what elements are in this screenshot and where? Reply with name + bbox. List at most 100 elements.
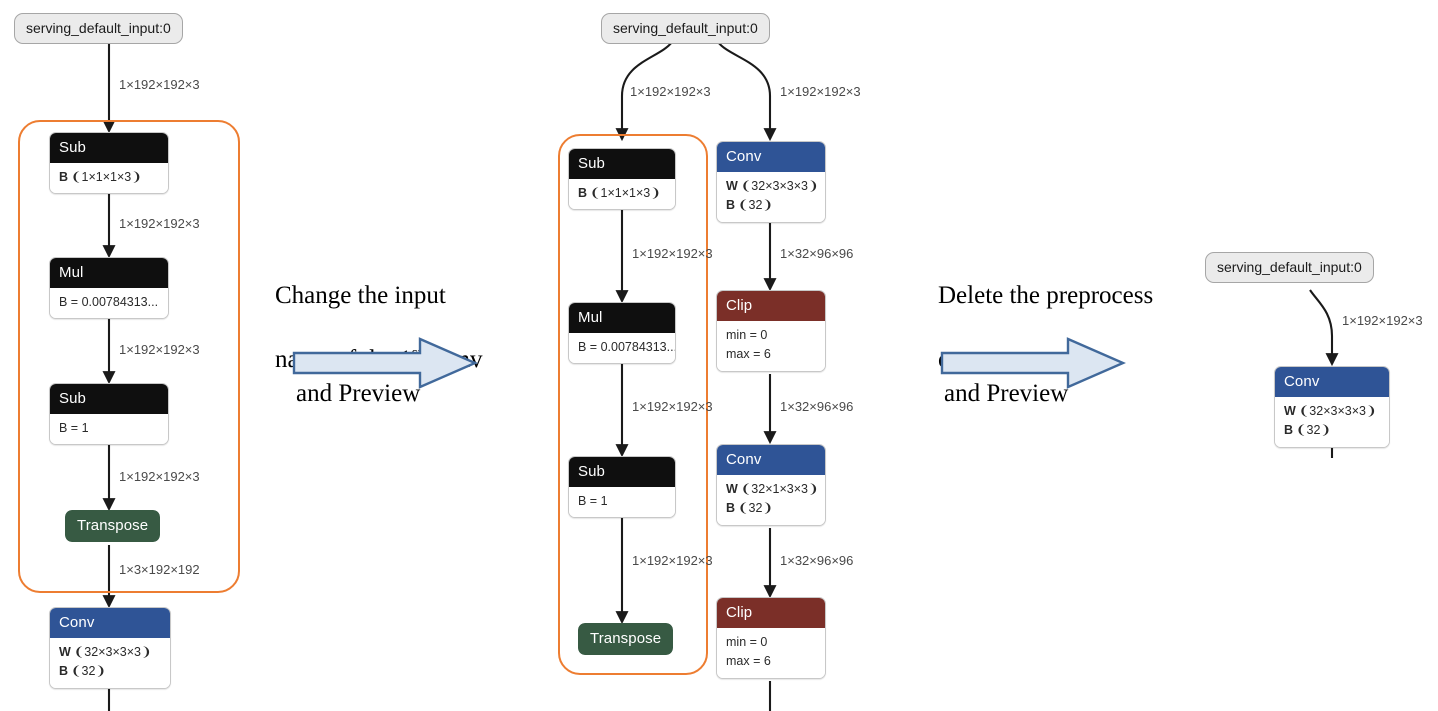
- node-clip[interactable]: Clip min = 0 max = 6: [716, 597, 826, 679]
- edge-label: 1×192×192×3: [1342, 313, 1423, 328]
- node-body: W❨32×3×3×3❩ B❨32❩: [1275, 397, 1389, 447]
- node-attr: B = 0.00784313...: [59, 293, 159, 312]
- node-attr: W❨32×3×3×3❩: [59, 643, 161, 662]
- node-mul[interactable]: Mul B = 0.00784313...: [49, 257, 169, 320]
- edge-label: 1×192×192×3: [119, 216, 200, 231]
- node-header: Sub: [50, 384, 168, 414]
- input-pill-left[interactable]: serving_default_input:0: [14, 13, 183, 44]
- node-body: min = 0 max = 6: [717, 321, 825, 371]
- node-conv[interactable]: Conv W❨32×1×3×3❩ B❨32❩: [716, 444, 826, 526]
- node-conv[interactable]: Conv W❨32×3×3×3❩ B❨32❩: [1274, 366, 1390, 448]
- node-attr: B❨32❩: [726, 196, 816, 215]
- node-transpose[interactable]: Transpose: [578, 623, 674, 655]
- node-header: Clip: [717, 598, 825, 628]
- attr-value: B = 1: [59, 421, 89, 435]
- node-header: Mul: [569, 303, 675, 333]
- attr-key: B: [59, 170, 69, 184]
- node-attr: W❨32×3×3×3❩: [1284, 402, 1380, 421]
- node-attr: min = 0: [726, 633, 816, 652]
- node-header: Conv: [717, 445, 825, 475]
- node-attr: B❨32❩: [59, 662, 161, 681]
- node-attr: B = 0.00784313...: [578, 338, 675, 357]
- node-conv[interactable]: Conv W❨32×3×3×3❩ B❨32❩: [716, 141, 826, 223]
- node-header: Conv: [717, 142, 825, 172]
- attr-key: W: [726, 482, 738, 496]
- node-sub[interactable]: Sub B = 1: [568, 456, 676, 519]
- node-header: Sub: [569, 149, 675, 179]
- node-header: Conv: [50, 608, 170, 638]
- node-body: B = 0.00784313...: [50, 288, 168, 319]
- attr-key: W: [59, 645, 71, 659]
- node-attr: B❨32❩: [726, 499, 816, 518]
- edge-label: 1×192×192×3: [630, 84, 711, 99]
- node-sub[interactable]: Sub B = 1: [49, 383, 169, 446]
- annotation-line1: Change the input: [275, 282, 446, 309]
- attr-value: B = 1: [578, 494, 608, 508]
- node-attr: min = 0: [726, 326, 816, 345]
- node-attr: max = 6: [726, 652, 816, 671]
- node-transpose[interactable]: Transpose: [65, 510, 161, 542]
- node-conv[interactable]: Conv W❨32×3×3×3❩ B❨32❩: [49, 607, 171, 689]
- attr-key: B: [1284, 423, 1294, 438]
- attr-value: B = 0.00784313...: [59, 295, 159, 309]
- attr-value: ❨32×3×3×3❩: [73, 645, 152, 659]
- edge-label: 1×32×96×96: [780, 553, 854, 568]
- node-mul[interactable]: Mul B = 0.00784313...: [568, 302, 676, 365]
- input-pill-middle[interactable]: serving_default_input:0: [601, 13, 770, 44]
- attr-key: W: [726, 179, 738, 193]
- edge-label: 1×3×192×192: [119, 562, 200, 577]
- attr-value: min = 0: [726, 328, 768, 342]
- node-clip[interactable]: Clip min = 0 max = 6: [716, 290, 826, 372]
- edge-label: 1×192×192×3: [632, 553, 713, 568]
- attr-key: B: [59, 664, 69, 679]
- node-attr: B = 1: [578, 492, 666, 511]
- edge-label: 1×192×192×3: [632, 399, 713, 414]
- attr-value: ❨32❩: [1296, 423, 1331, 438]
- edge-label: 1×192×192×3: [119, 469, 200, 484]
- annotation-line1: Delete the preprocess: [938, 282, 1154, 309]
- node-header: Mul: [50, 258, 168, 288]
- preprocess-region-middle[interactable]: [558, 134, 708, 675]
- attr-value: ❨32×1×3×3❩: [740, 482, 819, 496]
- node-body: B = 1: [569, 487, 675, 518]
- node-attr: B = 1: [59, 419, 159, 438]
- node-attr: W❨32×3×3×3❩: [726, 177, 819, 196]
- node-body: min = 0 max = 6: [717, 628, 825, 678]
- node-body: B❨1×1×1×3❩: [569, 179, 675, 210]
- node-body: B = 0.00784313...: [569, 333, 675, 364]
- edge-label: 1×32×96×96: [780, 399, 854, 414]
- node-body: W❨32×3×3×3❩ B❨32❩: [50, 638, 170, 688]
- node-header: Transpose: [65, 510, 161, 542]
- attr-key: B: [726, 501, 736, 516]
- annotation-footer: and Preview: [296, 380, 421, 407]
- attr-value: min = 0: [726, 635, 768, 649]
- annotation-footer: and Preview: [944, 380, 1069, 407]
- attr-value: B = 0.00784313...: [578, 340, 676, 354]
- node-sub[interactable]: Sub B❨1×1×1×3❩: [568, 148, 676, 211]
- attr-value: ❨1×1×1×3❩: [590, 186, 661, 200]
- attr-key: B: [578, 186, 588, 200]
- edge-label: 1×192×192×3: [632, 246, 713, 261]
- node-attr: W❨32×1×3×3❩: [726, 480, 819, 499]
- node-body: B = 1: [50, 414, 168, 445]
- attr-key: W: [1284, 404, 1296, 418]
- node-header: Sub: [569, 457, 675, 487]
- node-sub[interactable]: Sub B❨1×1×1×3❩: [49, 132, 169, 195]
- node-attr: max = 6: [726, 345, 816, 364]
- node-header: Sub: [50, 133, 168, 163]
- node-body: B❨1×1×1×3❩: [50, 163, 168, 194]
- attr-value: ❨32×3×3×3❩: [740, 179, 819, 193]
- edge-label: 1×192×192×3: [119, 77, 200, 92]
- input-pill-right[interactable]: serving_default_input:0: [1205, 252, 1374, 283]
- edge-label: 1×32×96×96: [780, 246, 854, 261]
- right-arrow-shape: [292, 337, 478, 389]
- node-attr: B❨1×1×1×3❩: [59, 168, 159, 187]
- attr-key: B: [726, 198, 736, 213]
- attr-value: ❨1×1×1×3❩: [71, 170, 142, 184]
- attr-value: max = 6: [726, 654, 771, 669]
- attr-value: ❨32×3×3×3❩: [1298, 404, 1377, 418]
- node-body: W❨32×1×3×3❩ B❨32❩: [717, 475, 825, 525]
- node-body: W❨32×3×3×3❩ B❨32❩: [717, 172, 825, 222]
- attr-value: ❨32❩: [738, 501, 773, 516]
- preprocess-region-left[interactable]: [18, 120, 240, 593]
